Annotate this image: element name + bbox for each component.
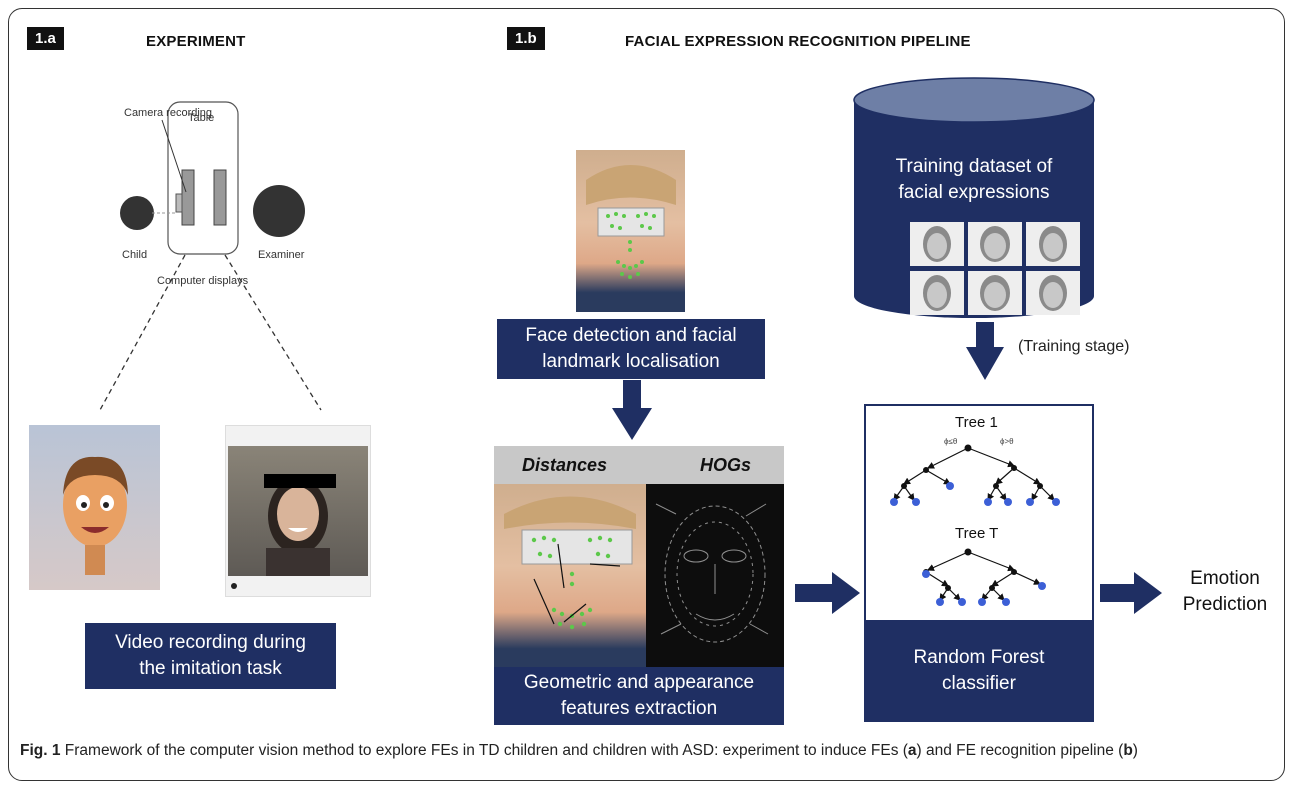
distances-label: Distances	[522, 455, 608, 475]
arrow-down-1	[612, 380, 652, 440]
displays-label: Computer displays	[157, 275, 249, 287]
dataset-faces	[910, 222, 1090, 318]
emotion-prediction-label: Emotion Prediction	[1182, 568, 1268, 615]
caption-text-2: ) and FE recognition pipeline (	[916, 742, 1124, 759]
table-outline	[167, 101, 239, 255]
panel-b-heading: FACIAL EXPRESSION RECOGNITION PIPELINE	[625, 33, 971, 50]
dash-right	[224, 254, 322, 411]
features-extraction-box: Geometric and appearance features extrac…	[494, 667, 784, 725]
child-label: Child	[122, 249, 148, 261]
display-right	[213, 169, 227, 226]
figure-caption: Fig. 1 Framework of the computer vision …	[20, 741, 1270, 761]
tree-cond-right: ϕ>θ	[1000, 437, 1014, 446]
tree-cond-left: ϕ≤θ	[944, 437, 958, 446]
caption-b: b	[1123, 742, 1133, 759]
caption-text-1: Framework of the computer vision method …	[60, 742, 908, 759]
dataset-label: Training dataset of facial expressions	[895, 156, 1053, 203]
video-screenshot	[225, 425, 371, 597]
dash-left	[99, 254, 186, 411]
examiner-label: Examiner	[258, 249, 305, 261]
face-detection-box: Face detection and facial landmark local…	[497, 319, 765, 379]
camera-pointer	[161, 119, 187, 193]
arrow-down-2	[966, 322, 1004, 380]
features-header-bar	[494, 446, 784, 484]
caption-text-3: )	[1132, 742, 1138, 759]
camera-label: Camera recording	[124, 107, 213, 119]
random-forest-box: Random Forest classifier	[864, 620, 1094, 722]
panel-a-heading: EXPERIMENT	[146, 33, 246, 50]
hogs-label: HOGs	[700, 455, 752, 475]
figure-frame	[8, 8, 1285, 781]
arrow-right-2	[1100, 572, 1162, 614]
table-label: Table	[188, 112, 215, 124]
caption-fig-label: Fig. 1	[20, 742, 61, 759]
examiner-head	[253, 185, 305, 237]
hogs-image	[646, 484, 784, 667]
face-photo	[576, 150, 685, 312]
panel-b-tag: 1.b	[507, 27, 545, 50]
distances-image	[494, 484, 646, 667]
avatar-image	[29, 425, 160, 590]
tree-t-label: Tree T	[955, 525, 999, 542]
caption-a: a	[907, 742, 917, 759]
panel-a-tag: 1.a	[27, 27, 64, 50]
video-recording-box: Video recording during the imitation tas…	[85, 623, 336, 689]
arrow-right-1	[795, 572, 860, 614]
training-stage-label: (Training stage)	[1018, 338, 1130, 355]
tree-1-label: Tree 1	[955, 414, 998, 431]
child-head	[120, 196, 154, 230]
decision-trees	[890, 444, 1060, 606]
camera	[175, 193, 183, 213]
